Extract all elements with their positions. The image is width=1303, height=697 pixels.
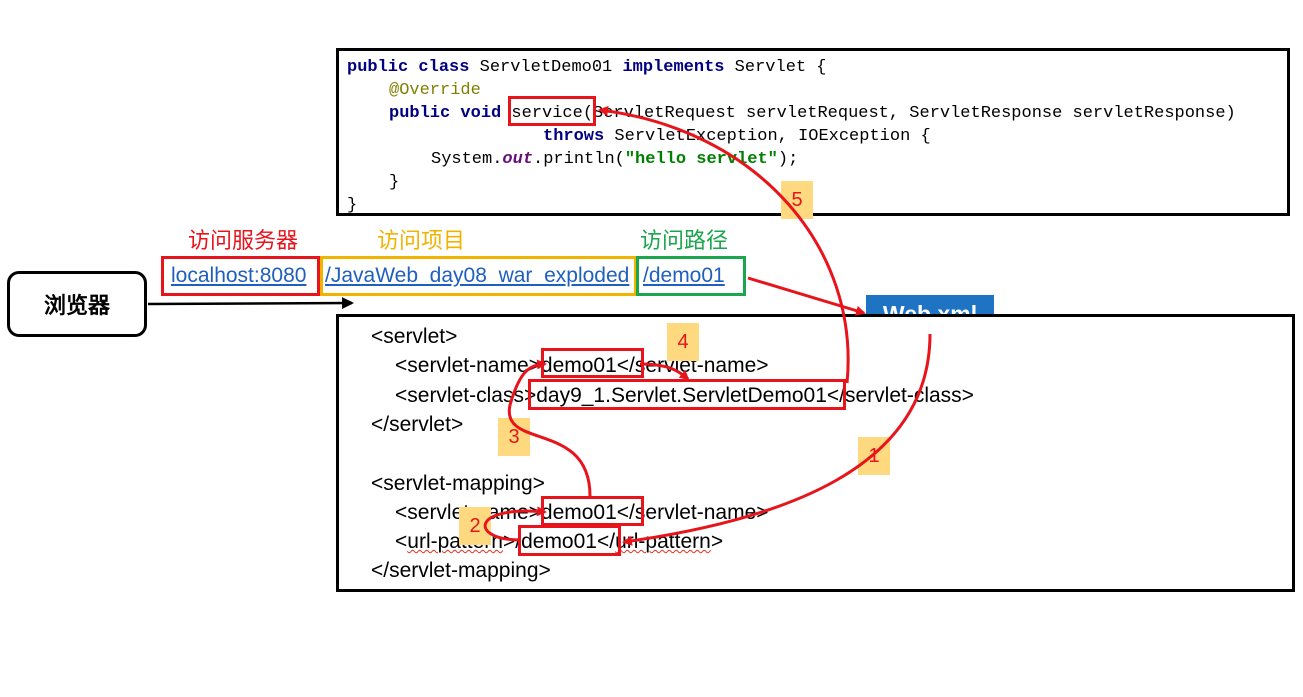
xml-mapping-open: <servlet-mapping> (371, 472, 545, 495)
code-line-close-class: } (347, 196, 358, 215)
code-text: .println( (533, 150, 625, 169)
xml-servlet-name-value: demo01 (540, 354, 617, 377)
xml-url-pattern-value: /demo01 (515, 530, 597, 553)
label-access-server: 访问服务器 (188, 228, 299, 253)
xml-servlet-close: </servlet> (371, 413, 464, 436)
xml-tag: </ (596, 530, 616, 553)
arrow-step-4 (639, 362, 690, 381)
code-keyword: public void (389, 104, 502, 123)
arrow-browser-to-url (147, 297, 354, 310)
servlet-class-highlight (528, 379, 846, 410)
xml-tag: </servlet-name> (616, 501, 769, 524)
code-text: System. (431, 150, 503, 169)
xml-mapping-close: </servlet-mapping> (371, 559, 551, 582)
arrow-step-3 (507, 359, 592, 497)
label-access-path: 访问路径 (640, 228, 729, 253)
java-code-panel: public class ServletDemo01 implements Se… (336, 48, 1290, 216)
code-line-class-decl: public class ServletDemo01 implements Se… (347, 57, 827, 79)
xml-mapping-name-value: demo01 (540, 501, 617, 524)
arrow-step-5 (598, 106, 850, 384)
code-line-annotation: @Override (389, 80, 481, 102)
xml-servlet-open: <servlet> (371, 325, 458, 348)
xml-tag: > (710, 530, 724, 553)
code-text: ); (777, 150, 799, 169)
arrow-path-to-webxml (747, 276, 866, 316)
xml-servlet-name: <servlet-name>demo01</servlet-name> (395, 353, 769, 379)
code-line-println: System.out.println("hello servlet"); (431, 149, 798, 171)
xml-tag: > (502, 530, 516, 553)
arrow-step-2 (483, 506, 547, 542)
step-badge-2: 2 (459, 507, 491, 545)
web-xml-panel: <servlet> <servlet-name>demo01</servlet-… (336, 314, 1295, 592)
service-method-highlight (508, 96, 596, 126)
url-path-segment[interactable]: /demo01 (636, 256, 746, 296)
code-text: ServletException, IOException { (604, 127, 931, 146)
xml-servlet-class: <servlet-class>day9_1.Servlet.ServletDem… (395, 383, 974, 409)
code-keyword: public class (347, 58, 470, 77)
step-badge-4: 4 (667, 323, 699, 361)
code-text: Servlet { (724, 58, 827, 77)
code-line-close-method: } (389, 173, 400, 192)
code-text: ServletDemo01 (469, 58, 623, 77)
xml-tag: </servlet-name> (616, 354, 769, 377)
xml-tag: < (395, 530, 408, 553)
code-annotation: @Override (389, 81, 481, 100)
url-server-segment[interactable]: localhost:8080 (161, 256, 320, 296)
code-line-throws: throws ServletException, IOException { (543, 126, 931, 148)
xml-tag: <servlet-name> (395, 354, 541, 377)
xml-tag: <servlet-class> (395, 384, 537, 407)
arrow-step-1 (622, 333, 932, 546)
label-access-project: 访问项目 (377, 228, 466, 253)
xml-tag: </servlet-class> (826, 384, 974, 407)
code-field: out (502, 150, 534, 169)
code-keyword: implements (622, 58, 725, 77)
xml-servlet-class-value: day9_1.Servlet.ServletDemo01 (536, 384, 827, 407)
url-project-segment[interactable]: /JavaWeb_day08_war_exploded (320, 256, 637, 296)
browser-box: 浏览器 (7, 271, 147, 337)
code-keyword: throws (543, 127, 605, 146)
xml-tag-name: url-pattern (615, 530, 711, 553)
